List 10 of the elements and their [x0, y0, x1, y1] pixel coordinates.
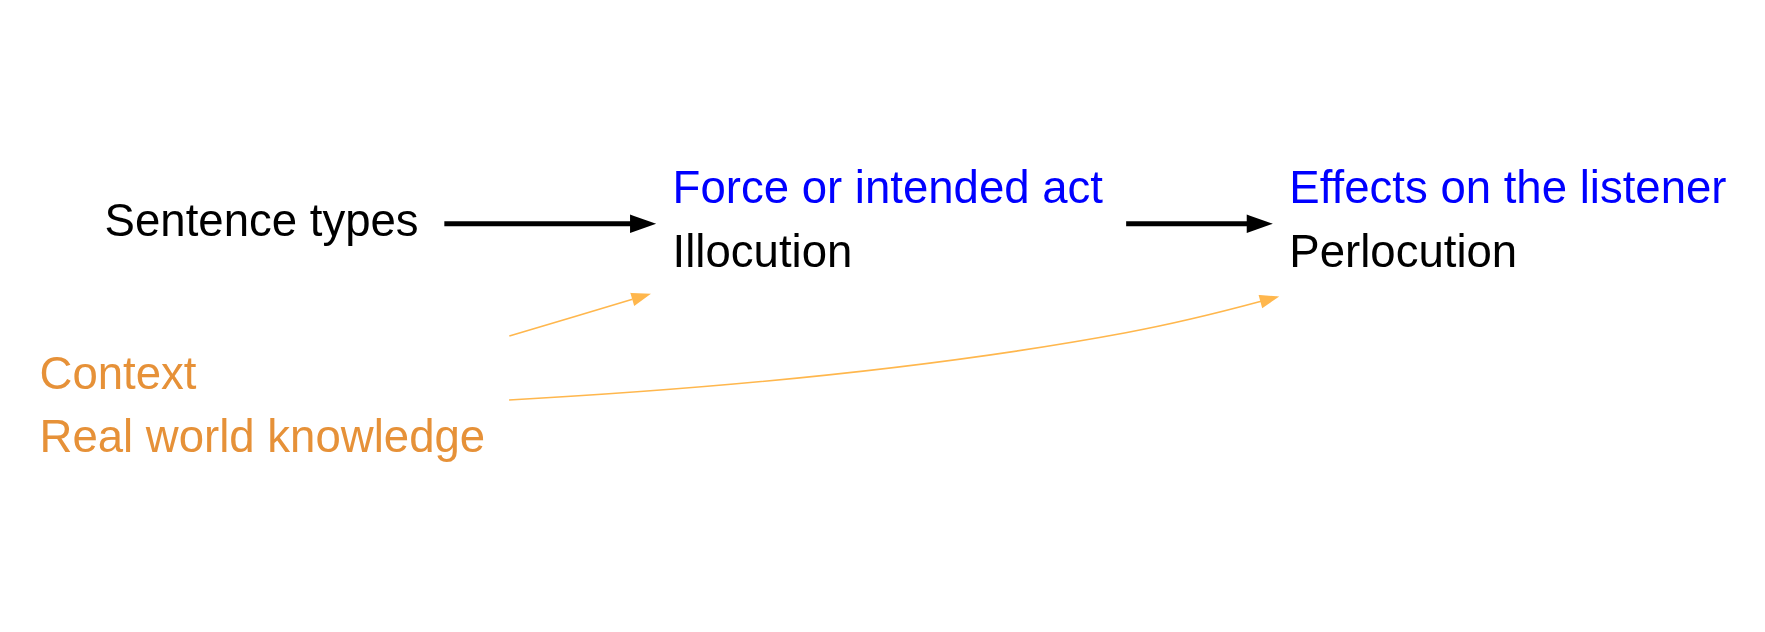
- node-text: Illocution: [672, 225, 853, 277]
- node-text: Context Real world knowledge: [39, 347, 486, 462]
- node-label: Effects on the listener: [1289, 161, 1727, 213]
- node-label: Force or intended act: [672, 161, 1103, 213]
- arrow: [508, 294, 1280, 401]
- arrow: [508, 292, 651, 337]
- arrow: [1126, 214, 1273, 233]
- node-text: Perlocution: [1289, 225, 1518, 277]
- arrow: [444, 214, 657, 233]
- node-text: Sentence types: [104, 194, 419, 246]
